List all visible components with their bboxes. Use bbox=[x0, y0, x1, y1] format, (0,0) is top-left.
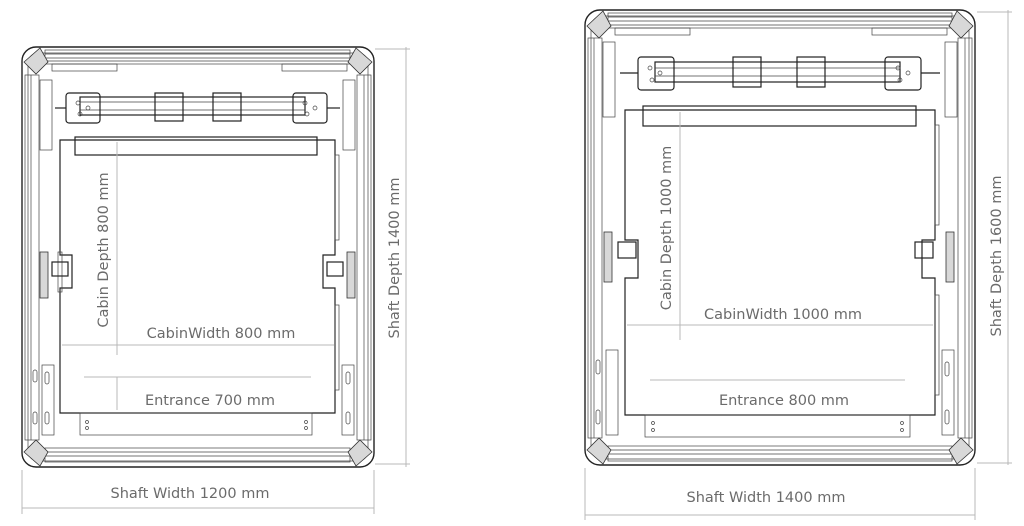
cabin bbox=[595, 105, 955, 438]
side-profiles bbox=[24, 74, 372, 441]
cabin bbox=[32, 136, 356, 436]
cabin-depth-label: Cabin Depth 800 mm bbox=[96, 172, 112, 327]
cabin-depth-label: Cabin Depth 1000 mm bbox=[659, 146, 675, 311]
shaft-depth-label: Shaft Depth 1600 mm bbox=[989, 176, 1005, 337]
drive-rail bbox=[620, 56, 940, 91]
shaft-frame bbox=[21, 46, 375, 468]
corner-brackets bbox=[23, 47, 373, 467]
plan-large: Cabin Depth 1000 mm CabinWidth 1000 mm E… bbox=[584, 9, 1012, 520]
plan-small: Cabin Depth 800 mm CabinWidth 800 mm Ent… bbox=[21, 46, 410, 514]
cabin-width-label: CabinWidth 800 mm bbox=[147, 326, 296, 342]
entrance-label: Entrance 800 mm bbox=[719, 393, 849, 409]
entrance-label: Entrance 700 mm bbox=[145, 393, 275, 409]
drive-rail bbox=[55, 92, 340, 124]
corner-brackets bbox=[586, 10, 974, 465]
shaft-width-label: Shaft Width 1400 mm bbox=[687, 490, 846, 506]
shaft-width-label: Shaft Width 1200 mm bbox=[111, 486, 270, 502]
cabin-width-label: CabinWidth 1000 mm bbox=[704, 307, 862, 323]
shaft-frame bbox=[584, 9, 976, 466]
shaft-depth-label: Shaft Depth 1400 mm bbox=[387, 178, 403, 339]
side-profiles bbox=[587, 37, 973, 439]
